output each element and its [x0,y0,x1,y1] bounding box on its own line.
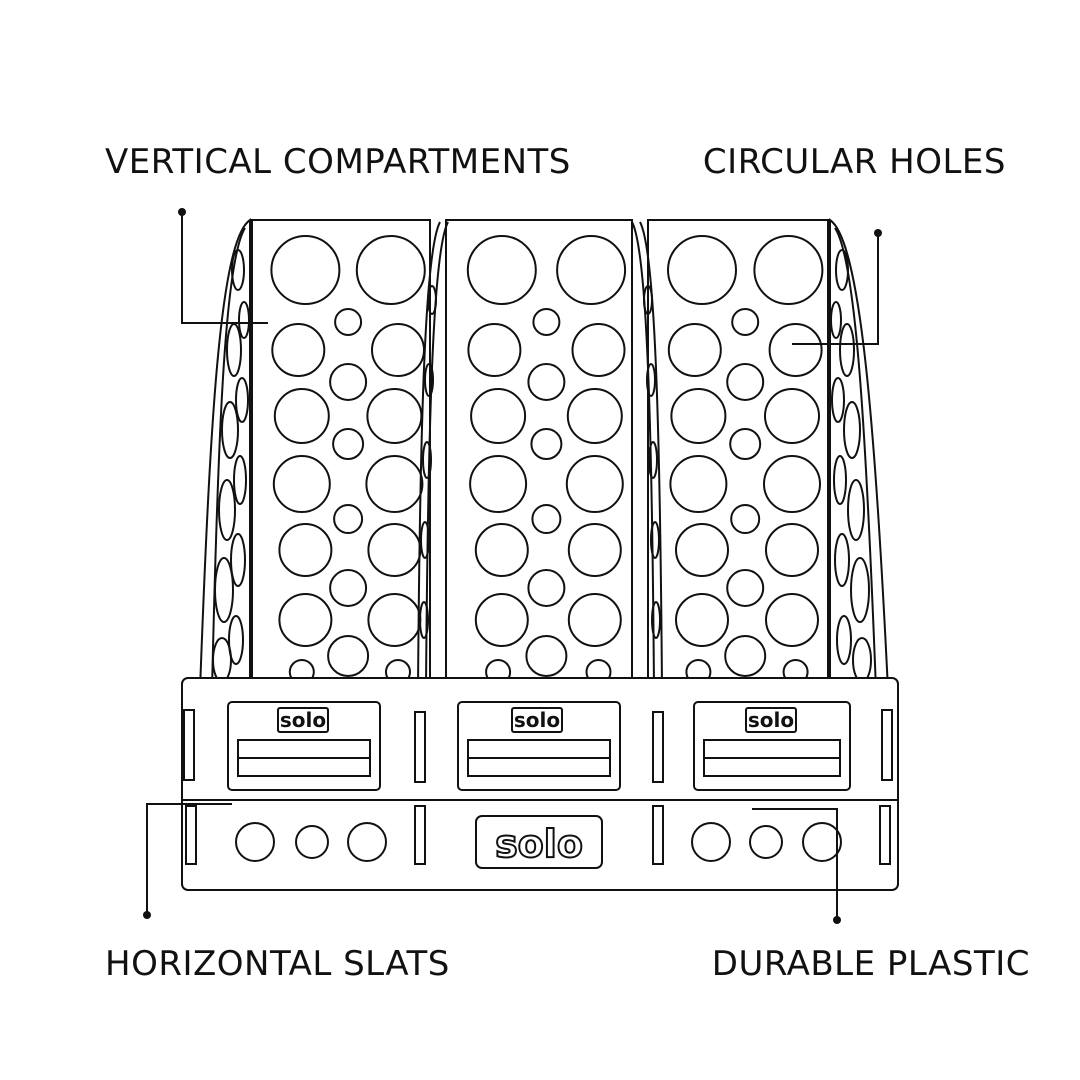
circular-hole [371,323,425,377]
circular-hole [730,504,761,534]
label-window-right: solo [693,701,851,791]
circular-hole [271,323,326,377]
circular-hole [532,308,561,336]
circular-hole [667,235,737,305]
circular-hole [527,363,566,401]
circular-hole [525,635,568,677]
left-side-holes [212,249,250,683]
callout-durable-plastic: DURABLE PLASTIC [711,944,1030,984]
right-side-panel-inner [834,227,877,691]
circular-hole [675,593,729,647]
circular-hole [367,523,422,577]
circular-hole [724,635,767,677]
base-holes [235,822,842,862]
circular-hole [273,388,330,444]
solo-badge: solo [748,708,794,732]
callout-leaders [143,208,882,924]
circular-hole [566,388,623,444]
circular-hole [278,523,333,577]
label-window-center: solo [457,701,621,791]
left-side-panel [198,218,251,691]
leader-vertical-compartments [181,212,268,324]
circular-hole [565,455,624,513]
circular-hole [670,388,727,444]
leader-horizontal-slats [146,803,232,915]
compartment-dividers [417,221,663,691]
circular-hole [333,504,364,534]
circular-hole [765,523,819,577]
solo-badge: solo [514,708,560,732]
circular-hole [764,388,820,444]
circular-hole [329,363,368,401]
circular-hole [556,235,627,305]
circular-hole [329,569,368,607]
right-side-panel [829,218,890,691]
callout-horizontal-slats: HORIZONTAL SLATS [105,944,450,984]
circular-hole [355,235,426,305]
circular-hole [327,635,370,677]
circular-hole [571,323,626,377]
circular-hole [567,593,622,647]
circular-hole [667,323,722,377]
circular-hole [765,593,819,647]
circular-hole [366,388,423,444]
circular-hole [726,569,765,607]
circular-hole [675,523,729,577]
circular-hole [753,235,824,305]
circular-hole [470,388,527,444]
label-window-left: solo [227,701,381,791]
circular-hole [530,428,563,460]
badge-box [277,707,329,733]
circular-hole [729,428,762,460]
circular-hole [731,308,760,336]
callout-circular-holes: CIRCULAR HOLES [702,142,1006,182]
circular-hole [334,308,363,336]
circular-hole [531,504,562,534]
circular-hole [474,523,529,577]
circular-hole [669,455,728,513]
circular-hole [567,523,622,577]
leader-durable-plastic [752,808,838,920]
circular-hole [763,455,821,513]
solo-logo: solo [495,822,583,866]
circular-hole [527,569,566,607]
circular-hole [272,455,331,513]
circular-holes [270,235,824,685]
callout-vertical-compartments: VERTICAL COMPARTMENTS [105,142,571,182]
solo-logo-plate: solo [475,815,603,869]
circular-hole [365,455,424,513]
circular-hole [768,323,823,377]
circular-hole [270,235,341,305]
right-side-holes [830,249,872,683]
circular-hole [332,428,365,460]
circular-hole [467,323,522,377]
circular-hole [474,593,529,647]
base-tray [181,677,899,891]
circular-hole [469,455,528,513]
circular-hole [278,593,333,647]
circular-hole [726,363,765,401]
circular-hole [367,593,422,647]
circular-hole [466,235,537,305]
leader-circular-holes [792,233,879,345]
solo-badge: solo [280,708,326,732]
